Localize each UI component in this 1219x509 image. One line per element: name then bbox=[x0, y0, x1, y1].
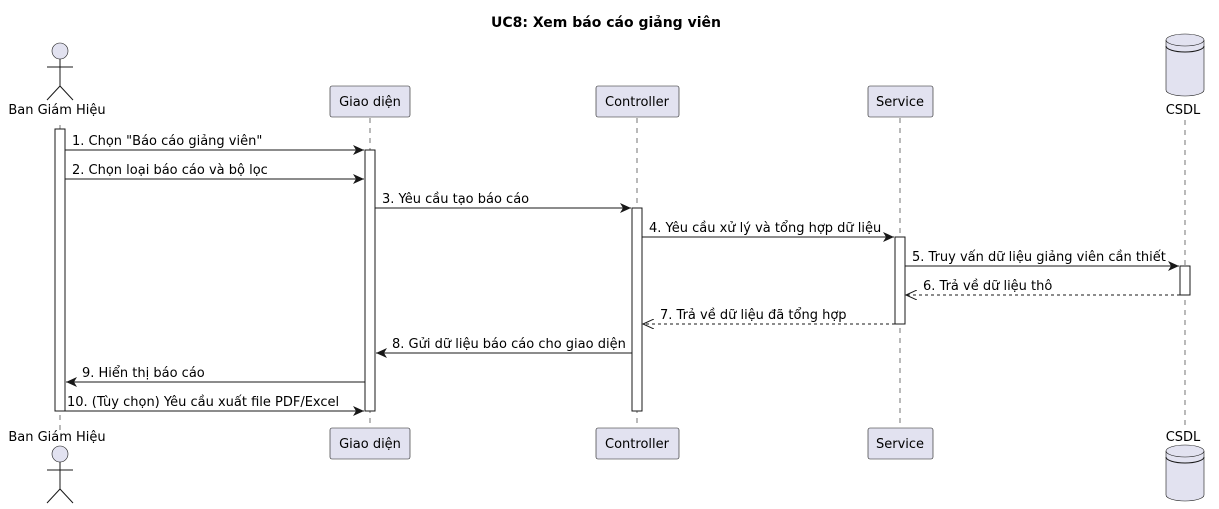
activation-service bbox=[894, 236, 906, 325]
svg-text:Giao diện: Giao diện bbox=[339, 95, 401, 110]
activation-db bbox=[1179, 265, 1191, 296]
actor-label-top: Ban Giám Hiệu bbox=[8, 103, 105, 118]
svg-text:Service: Service bbox=[876, 437, 924, 452]
svg-text:10. (Tùy chọn) Yêu cầu xuất fi: 10. (Tùy chọn) Yêu cầu xuất file PDF/Exc… bbox=[67, 395, 339, 410]
participant-service-top: Service bbox=[867, 85, 934, 118]
svg-text:4. Yêu cầu xử lý và tổng hợp d: 4. Yêu cầu xử lý và tổng hợp dữ liệu bbox=[649, 221, 881, 236]
message-10: 10. (Tùy chọn) Yêu cầu xuất file PDF/Exc… bbox=[65, 395, 364, 416]
diagram-title: UC8: Xem báo cáo giảng viên bbox=[491, 15, 721, 31]
svg-text:8. Gửi dữ liệu báo cáo cho gia: 8. Gửi dữ liệu báo cáo cho giao diện bbox=[392, 337, 626, 352]
participant-ui-bottom: Giao diện bbox=[329, 427, 411, 460]
svg-text:9. Hiển thị báo cáo: 9. Hiển thị báo cáo bbox=[82, 366, 205, 381]
database-icon-bottom bbox=[1165, 444, 1205, 502]
participant-controller-top: Controller bbox=[595, 85, 680, 118]
activation-actor bbox=[54, 128, 66, 412]
participant-ui-top: Giao diện bbox=[329, 85, 411, 118]
message-6: 6. Trả về dữ liệu thô bbox=[906, 279, 1180, 295]
actor-figure-bottom bbox=[46, 445, 74, 504]
message-5: 5. Truy vấn dữ liệu giảng viên cần thiết bbox=[905, 250, 1179, 271]
svg-text:6. Trả về dữ liệu thô: 6. Trả về dữ liệu thô bbox=[923, 279, 1052, 294]
message-9: 9. Hiển thị báo cáo bbox=[66, 366, 365, 387]
actor-label-bottom: Ban Giám Hiệu bbox=[8, 430, 105, 445]
database-icon-top bbox=[1165, 33, 1205, 97]
svg-text:2. Chọn loại báo cáo và bộ lọc: 2. Chọn loại báo cáo và bộ lọc bbox=[72, 163, 268, 178]
svg-text:Controller: Controller bbox=[605, 95, 670, 110]
message-2: 2. Chọn loại báo cáo và bộ lọc bbox=[65, 163, 364, 184]
activation-controller bbox=[631, 207, 643, 412]
svg-text:1. Chọn "Báo cáo giảng viên": 1. Chọn "Báo cáo giảng viên" bbox=[72, 134, 262, 149]
message-1: 1. Chọn "Báo cáo giảng viên" bbox=[65, 134, 364, 155]
participant-service-bottom: Service bbox=[867, 427, 934, 460]
actor-figure-top bbox=[46, 42, 74, 101]
svg-text:3. Yêu cầu tạo báo cáo: 3. Yêu cầu tạo báo cáo bbox=[382, 192, 529, 207]
svg-text:7. Trả về dữ liệu đã tổng hợp: 7. Trả về dữ liệu đã tổng hợp bbox=[660, 308, 847, 323]
activation-ui bbox=[364, 149, 376, 412]
svg-text:Giao diện: Giao diện bbox=[339, 437, 401, 452]
svg-text:Controller: Controller bbox=[605, 437, 670, 452]
database-label-top: CSDL bbox=[1166, 103, 1201, 118]
message-3: 3. Yêu cầu tạo báo cáo bbox=[375, 192, 631, 213]
svg-text:Service: Service bbox=[876, 95, 924, 110]
message-4: 4. Yêu cầu xử lý và tổng hợp dữ liệu bbox=[642, 221, 894, 242]
message-8: 8. Gửi dữ liệu báo cáo cho giao diện bbox=[376, 337, 632, 358]
message-7: 7. Trả về dữ liệu đã tổng hợp bbox=[643, 308, 895, 324]
database-label-bottom: CSDL bbox=[1166, 430, 1201, 445]
participant-controller-bottom: Controller bbox=[595, 427, 680, 460]
svg-text:5. Truy vấn dữ liệu giảng viên: 5. Truy vấn dữ liệu giảng viên cần thiết bbox=[912, 250, 1166, 265]
